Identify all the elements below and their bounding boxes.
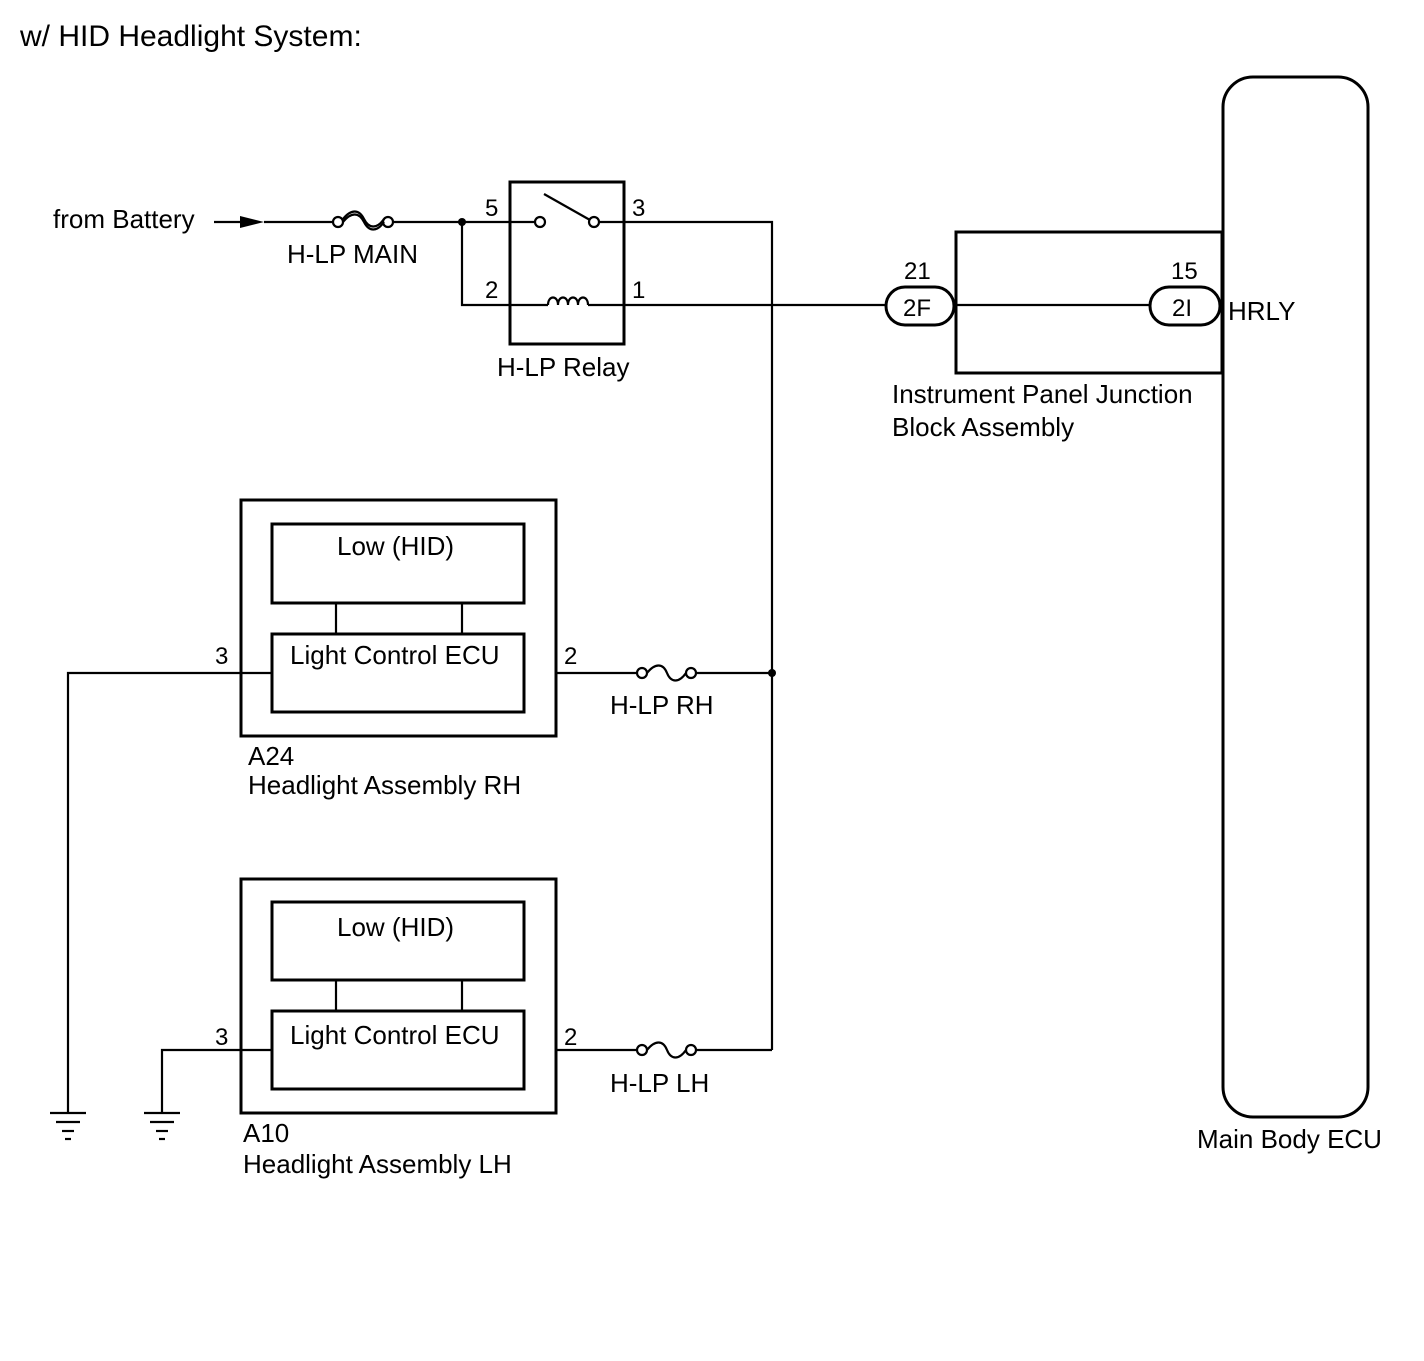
h-lp-relay: 5 3 2 1 H-LP Relay xyxy=(485,180,645,382)
diagram-title: w/ HID Headlight System: xyxy=(19,20,362,53)
ground-icon xyxy=(50,1111,86,1141)
main-body-ecu: HRLY Main Body ECU xyxy=(1197,75,1382,1154)
relay-pin-5: 5 xyxy=(485,195,498,222)
headlight-assembly-rh: Low (HID) Light Control ECU 3 2 A24 Head… xyxy=(215,498,577,800)
fuse-h-lp-rh: H-LP RH xyxy=(610,664,714,720)
from-battery-label: from Battery xyxy=(53,204,195,234)
ecu-terminal-hrly: HRLY xyxy=(1228,296,1295,326)
fuse-h-lp-main: H-LP MAIN xyxy=(287,210,418,269)
lh-pin-left: 3 xyxy=(215,1024,228,1051)
relay-pin-2: 2 xyxy=(485,277,498,304)
connector-2i-code: 2I xyxy=(1172,295,1192,322)
lh-code: A10 xyxy=(243,1118,289,1148)
light-control-ecu-rh-label: Light Control ECU xyxy=(290,640,500,670)
battery-feed: from Battery xyxy=(53,204,334,234)
relay-label: H-LP Relay xyxy=(497,352,629,382)
fuse-h-lp-lh: H-LP LH xyxy=(610,1041,709,1098)
relay-coil-icon xyxy=(546,296,590,306)
ground-icon xyxy=(144,1111,180,1141)
rh-code: A24 xyxy=(248,741,294,771)
light-control-ecu-lh-label: Light Control ECU xyxy=(290,1020,500,1050)
lh-name: Headlight Assembly LH xyxy=(243,1149,512,1179)
rh-pin-left: 3 xyxy=(215,643,228,670)
lamp-box-rh xyxy=(270,522,526,605)
arrow-icon xyxy=(240,216,264,228)
lh-pin-right: 2 xyxy=(564,1024,577,1051)
relay-pin-3: 3 xyxy=(632,195,645,222)
junction-block-label-2: Block Assembly xyxy=(892,412,1074,442)
rh-name: Headlight Assembly RH xyxy=(248,770,521,800)
connector-2i-pin: 15 xyxy=(1171,258,1198,285)
ecu-label: Main Body ECU xyxy=(1197,1124,1382,1154)
instrument-panel-junction-block: 21 2F 15 2I Instrument Panel Junction Bl… xyxy=(884,230,1224,442)
lamp-rh-label: Low (HID) xyxy=(337,531,454,561)
connector-2f-code: 2F xyxy=(903,295,931,322)
relay-pin-1: 1 xyxy=(632,277,645,304)
fuse-h-lp-rh-label: H-LP RH xyxy=(610,690,714,720)
fuse-h-lp-lh-label: H-LP LH xyxy=(610,1068,709,1098)
lamp-lh-label: Low (HID) xyxy=(337,912,454,942)
connector-2i xyxy=(1148,285,1222,327)
rh-pin-right: 2 xyxy=(564,643,577,670)
connector-2f-pin: 21 xyxy=(904,258,931,285)
fuse-h-lp-main-label: H-LP MAIN xyxy=(287,239,418,269)
lamp-box-lh xyxy=(270,900,526,982)
junction-block-label-1: Instrument Panel Junction xyxy=(892,379,1193,409)
headlight-assembly-lh: Low (HID) Light Control ECU 3 2 A10 Head… xyxy=(215,877,577,1179)
